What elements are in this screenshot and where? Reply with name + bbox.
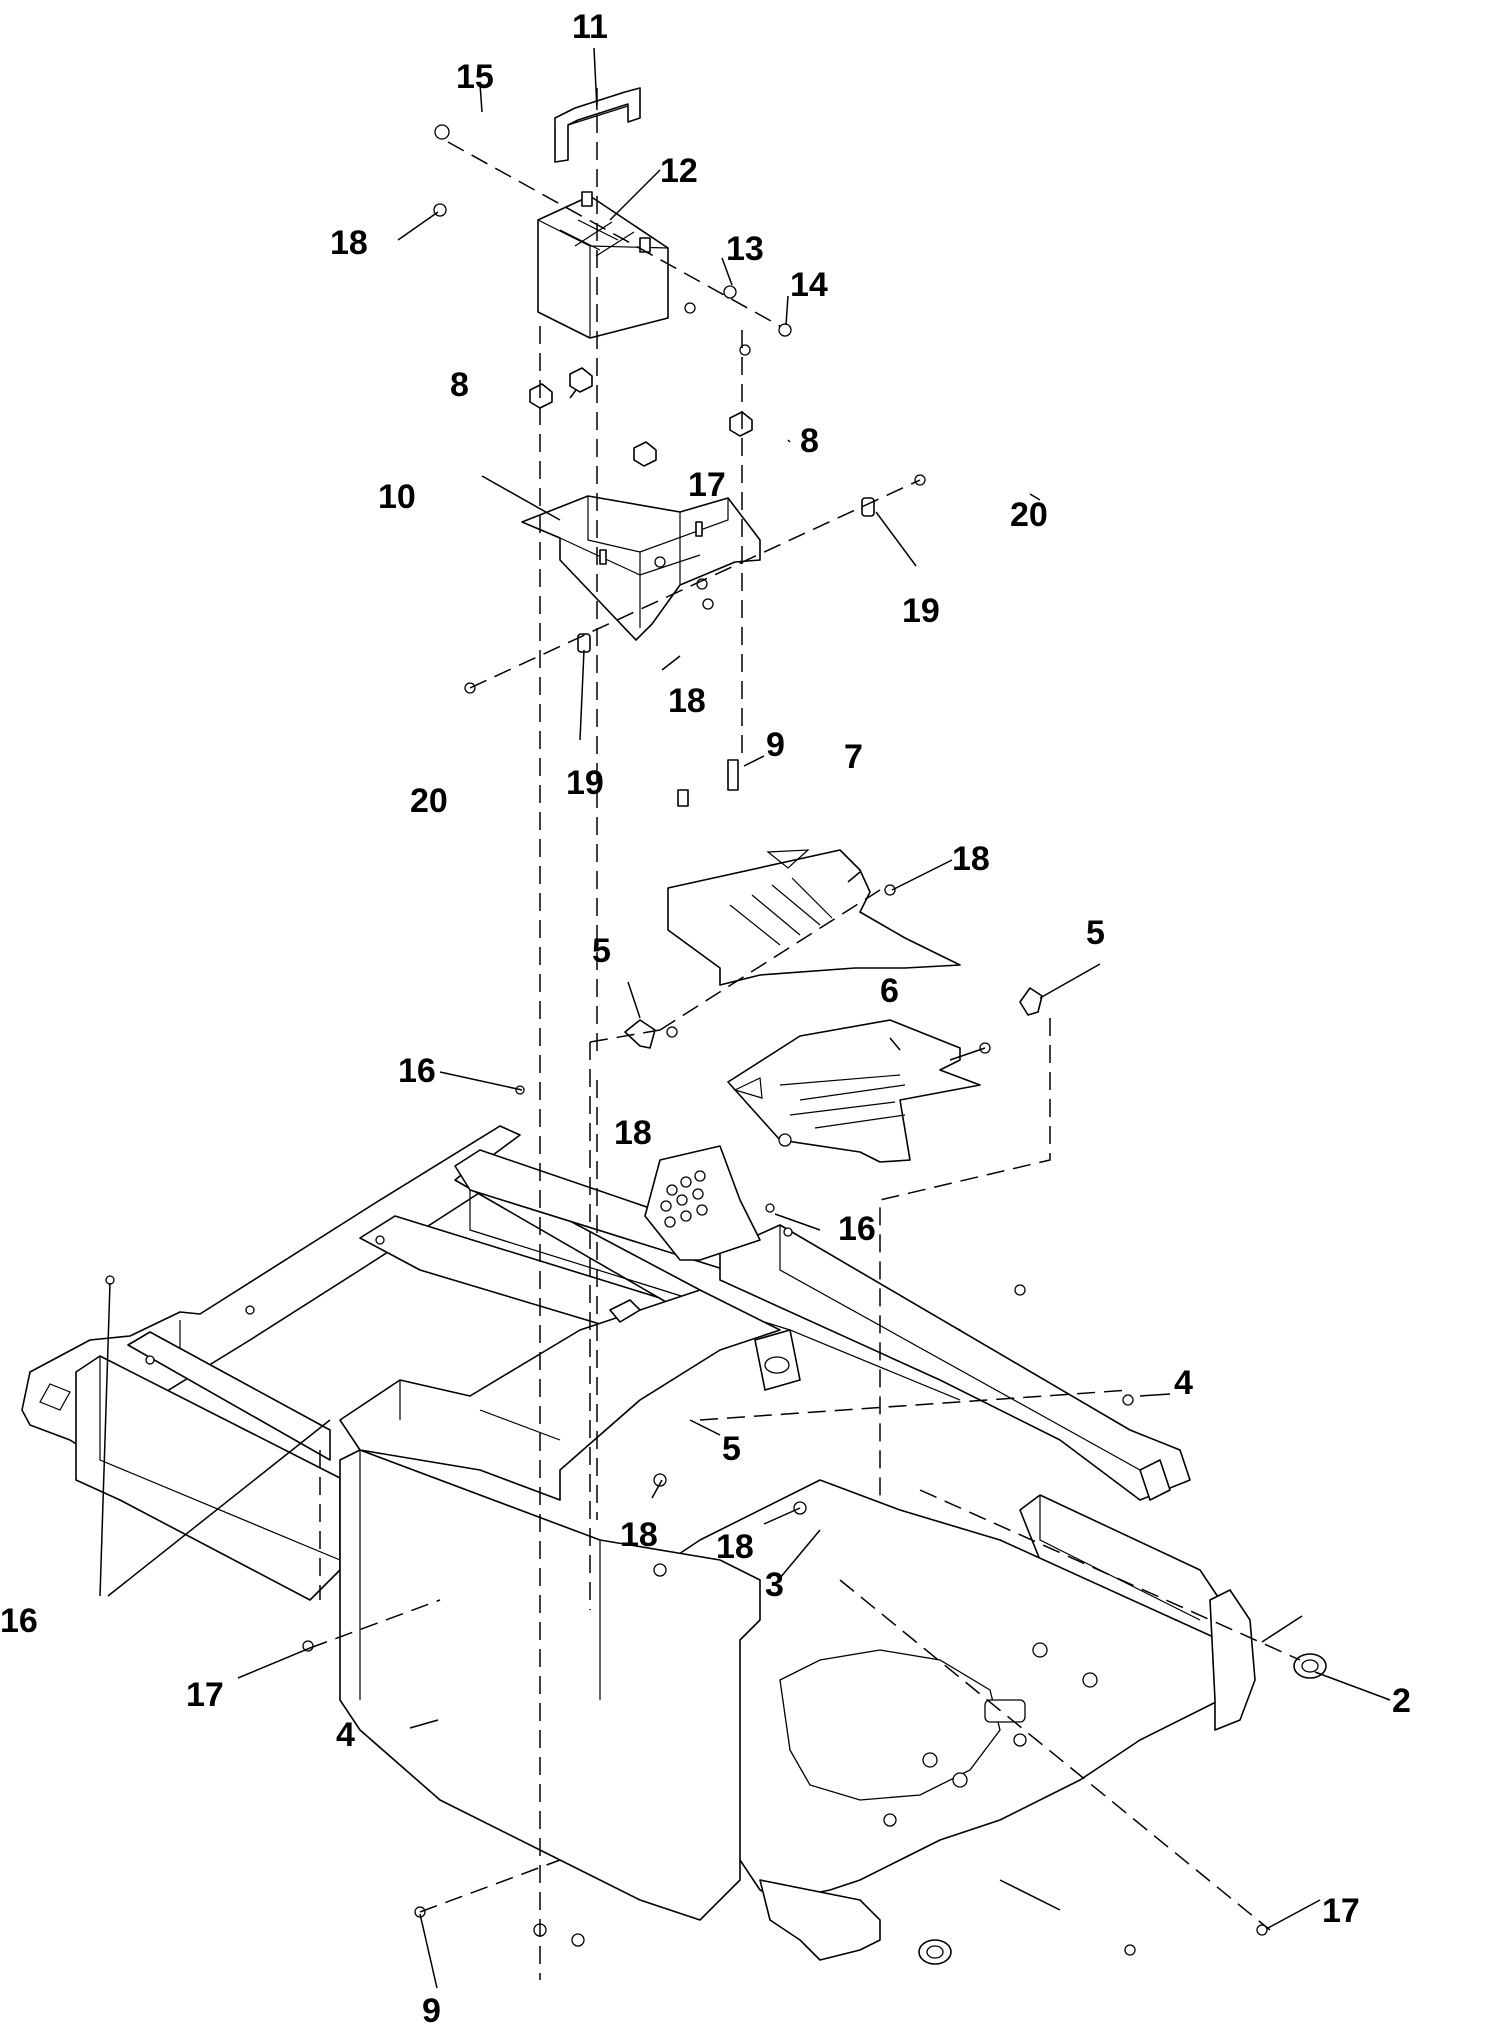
callout-18: 18 — [668, 682, 706, 720]
callout-17: 17 — [186, 1676, 224, 1714]
leader-lines — [99, 47, 1391, 1989]
callout-5: 5 — [1086, 914, 1105, 952]
callout-7: 7 — [844, 738, 863, 776]
callout-9: 9 — [422, 1992, 441, 2030]
callout-8: 8 — [800, 422, 819, 460]
callout-17: 17 — [688, 466, 726, 504]
callout-12: 12 — [660, 152, 698, 190]
callout-8: 8 — [450, 366, 469, 404]
callout-5: 5 — [722, 1430, 741, 1468]
callout-16: 16 — [0, 1602, 38, 1640]
hardware — [105, 124, 1327, 1965]
callout-18: 18 — [620, 1516, 658, 1554]
clamps — [624, 987, 1043, 1049]
deflector-shield-upper — [667, 849, 961, 986]
callout-labels: 2 3 4 4 5 5 5 6 7 8 8 9 9 10 11 12 13 14… — [0, 8, 1411, 2030]
callout-9: 9 — [766, 726, 785, 764]
callout-19: 19 — [566, 764, 604, 802]
deflector-shield-lower — [727, 1019, 981, 1163]
callout-18: 18 — [952, 840, 990, 878]
callout-6: 6 — [880, 972, 899, 1010]
callout-11: 11 — [572, 8, 608, 46]
callout-4: 4 — [1174, 1364, 1193, 1402]
callout-3: 3 — [765, 1566, 784, 1604]
callout-18: 18 — [330, 224, 368, 262]
callout-4: 4 — [336, 1716, 355, 1754]
callout-2: 2 — [1392, 1682, 1411, 1720]
callout-13: 13 — [726, 230, 764, 268]
callout-20: 20 — [1010, 496, 1048, 534]
callout-20: 20 — [410, 782, 448, 820]
callout-18: 18 — [614, 1114, 652, 1152]
battery — [537, 191, 669, 339]
callout-19: 19 — [902, 592, 940, 630]
assembly-lines — [309, 88, 1301, 1980]
frame-holes — [145, 1170, 1098, 1827]
callout-16: 16 — [398, 1052, 436, 1090]
callout-15: 15 — [456, 58, 494, 96]
callout-17: 17 — [1322, 1892, 1360, 1930]
callout-10: 10 — [378, 478, 416, 516]
callout-18: 18 — [716, 1528, 754, 1566]
callout-16: 16 — [838, 1210, 876, 1248]
callout-5: 5 — [592, 932, 611, 970]
hold-down-bracket — [554, 87, 641, 163]
callout-14: 14 — [790, 266, 828, 304]
battery-tray — [521, 495, 761, 641]
